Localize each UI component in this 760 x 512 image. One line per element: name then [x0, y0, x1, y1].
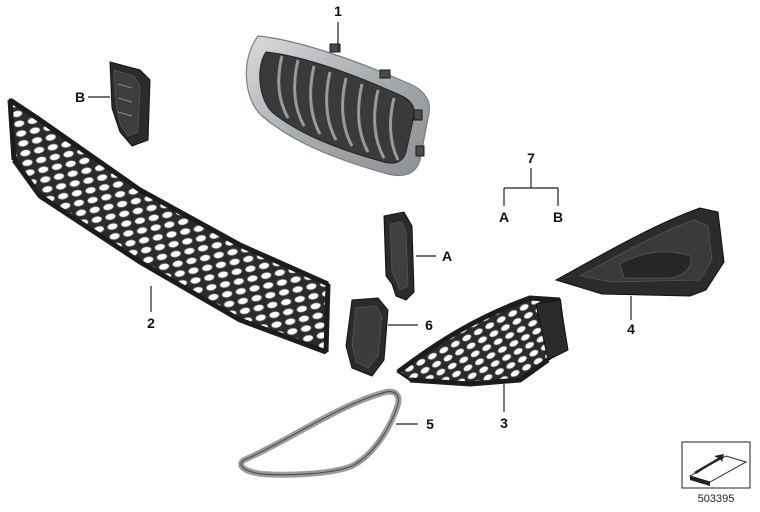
leader-lines — [88, 22, 632, 425]
part-1-kidney-grille — [245, 35, 431, 177]
part-2-lower-grille — [7, 97, 331, 355]
part-3-side-mesh-grille — [396, 295, 569, 387]
callout-5: 5 — [426, 416, 434, 432]
callout-3: 3 — [500, 415, 508, 431]
part-4-trim-panel — [554, 207, 725, 297]
drawing-number: 503395 — [698, 493, 735, 505]
callout-b-top: B — [553, 209, 563, 225]
callout-a-top: A — [499, 209, 509, 225]
corner-symbol-box — [681, 441, 751, 489]
callout-2: 2 — [147, 315, 155, 331]
part-5-trim-ring — [238, 388, 402, 478]
callout-6: 6 — [425, 317, 433, 333]
part-a-bracket — [383, 211, 415, 301]
callout-b-side: B — [75, 89, 85, 105]
callout-4: 4 — [627, 321, 635, 337]
callout-7: 7 — [527, 150, 535, 166]
folded-sheet-arrow-icon — [688, 454, 748, 486]
callout-a-side: A — [442, 248, 452, 264]
part-b-bracket — [109, 61, 151, 147]
part-6-bracket — [345, 297, 389, 377]
callout-1: 1 — [334, 3, 342, 19]
